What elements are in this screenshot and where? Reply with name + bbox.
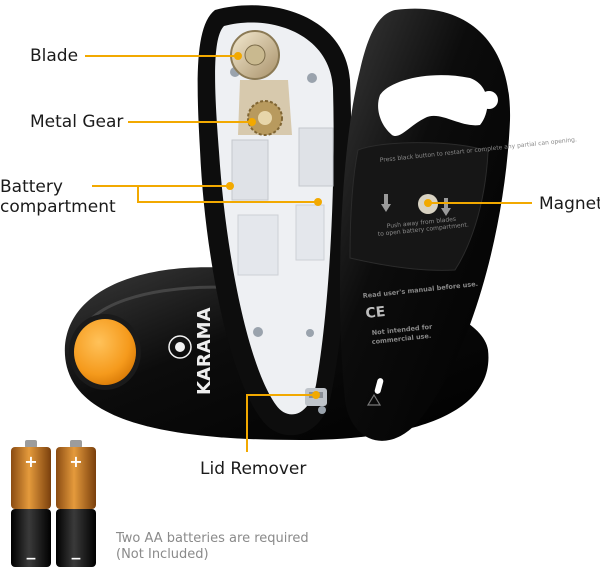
opener-back-half — [340, 8, 511, 441]
release-button — [69, 314, 141, 390]
battery-label-line1: Battery — [0, 177, 63, 197]
battery-note-line1: Two AA batteries are required — [116, 531, 309, 546]
callout-lines — [85, 52, 532, 452]
brand-text: KARAMA — [194, 307, 215, 395]
battery-note-line2: (Not Included) — [116, 547, 209, 562]
battery-2-minus: − — [70, 551, 82, 567]
metal-gear-part — [238, 80, 292, 136]
ce-mark: CE — [365, 304, 386, 322]
aa-battery-1: + − — [11, 440, 51, 567]
battery-1-minus: − — [25, 551, 37, 567]
blade-part — [230, 30, 280, 80]
battery-1-plus: + — [24, 452, 37, 471]
lid-remover-callout-line — [246, 394, 316, 452]
lid-remover-label: Lid Remover — [200, 459, 307, 479]
magnet-label: Magnet — [539, 194, 600, 214]
battery-2-plus: + — [69, 452, 82, 471]
battery-label-line2: compartment — [0, 197, 116, 217]
metal-gear-label: Metal Gear — [30, 112, 124, 132]
blade-label: Blade — [30, 46, 79, 66]
aa-battery-2: + − — [56, 440, 96, 567]
battery-callout-branch — [137, 186, 318, 203]
brand-logo: KARAMA — [168, 307, 215, 395]
